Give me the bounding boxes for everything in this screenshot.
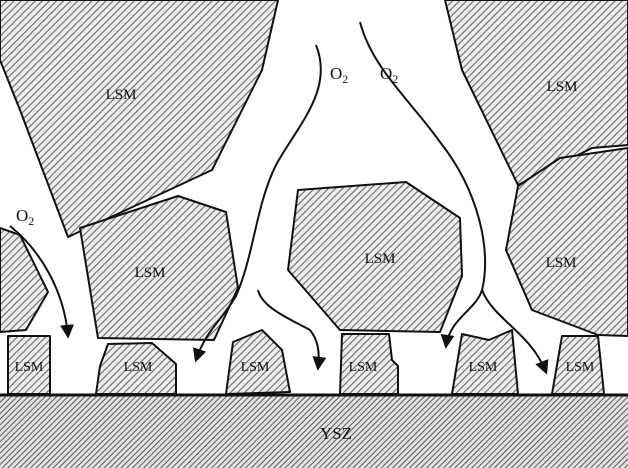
lsm-grain-center bbox=[287, 181, 463, 333]
lsm-grain-bottom-1 bbox=[7, 335, 51, 395]
oxygen-path-center-left bbox=[192, 44, 322, 363]
lsm-grain-bottom-2 bbox=[95, 342, 177, 395]
lsm-grain-bottom-3 bbox=[225, 329, 291, 395]
lsm-grain-bottom-4 bbox=[339, 333, 399, 395]
oxygen-path-center-right bbox=[359, 21, 487, 349]
lsm-grain-bottom-6 bbox=[551, 335, 605, 395]
lsm-label-bottom-1: LSM bbox=[15, 360, 44, 375]
lsm-label-middle-left: LSM bbox=[135, 265, 166, 281]
oxygen-path-left bbox=[9, 225, 74, 339]
lsm-label-right-middle: LSM bbox=[546, 255, 577, 271]
lsm-label-upper-left: LSM bbox=[106, 87, 137, 103]
lsm-label-upper-right: LSM bbox=[547, 79, 578, 95]
lsm-grain-upper-right bbox=[444, 0, 628, 186]
lsm-label-bottom-5: LSM bbox=[469, 360, 498, 375]
lsm-grain-right-middle bbox=[505, 147, 628, 337]
lsm-label-center: LSM bbox=[365, 251, 396, 267]
lsm-grain-bottom-5 bbox=[451, 329, 519, 395]
ysz-substrate bbox=[0, 393, 628, 468]
oxygen-label-center-left: O2 bbox=[330, 64, 348, 86]
lsm-label-bottom-3: LSM bbox=[241, 360, 270, 375]
oxygen-path-center bbox=[257, 289, 327, 371]
oxygen-label-left: O2 bbox=[16, 206, 34, 228]
lsm-label-bottom-4: LSM bbox=[349, 360, 378, 375]
oxygen-label-center-right: O2 bbox=[380, 64, 398, 86]
lsm-grain-left-edge bbox=[0, 227, 49, 333]
lsm-grain-middle-left bbox=[79, 195, 239, 341]
ysz-label: YSZ bbox=[320, 424, 352, 443]
oxygen-path-right bbox=[481, 289, 549, 375]
lsm-label-bottom-6: LSM bbox=[566, 360, 595, 375]
lsm-label-bottom-2: LSM bbox=[124, 360, 153, 375]
lsm-grain-upper-left bbox=[0, 0, 279, 238]
